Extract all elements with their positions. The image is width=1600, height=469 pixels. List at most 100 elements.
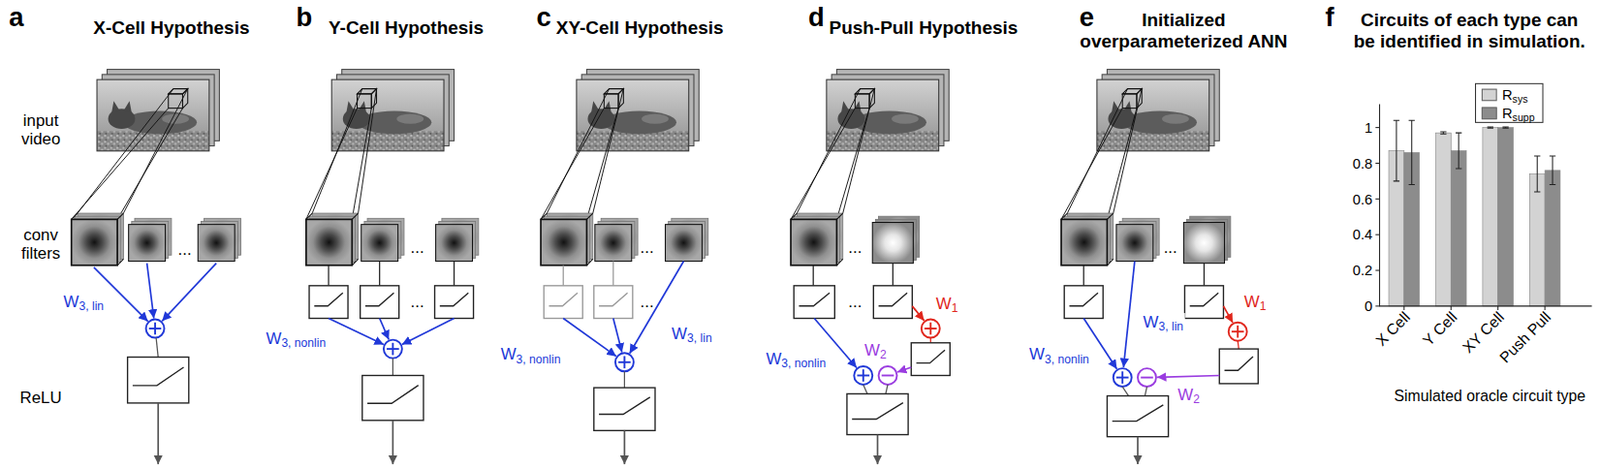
- legend-text: Rsys: [1502, 86, 1529, 103]
- conv-filter: [790, 213, 844, 266]
- weight-label: W3, lin: [61, 292, 106, 312]
- wire: [156, 338, 158, 358]
- input-video: [1097, 69, 1220, 152]
- conv-filter: [872, 216, 919, 263]
- art-path: [351, 258, 358, 265]
- wire: [930, 338, 932, 344]
- weight-label: W3, nonlin: [263, 329, 328, 348]
- weight-arrow: [613, 318, 623, 353]
- error-bar: [1409, 120, 1415, 185]
- ellipsis: ...: [640, 238, 655, 257]
- art-rect: [1106, 396, 1168, 438]
- art-rect: [127, 357, 189, 404]
- art-path: [598, 397, 651, 415]
- bar: [1498, 127, 1514, 307]
- art-rect: [331, 130, 444, 152]
- art-path: [862, 369, 865, 382]
- subscript: 3, lin: [687, 332, 713, 346]
- category-label: Push Pull: [1496, 308, 1555, 367]
- wire: [1203, 263, 1205, 286]
- art-rect: [793, 285, 835, 319]
- art-circle: [1228, 322, 1248, 342]
- conv-filter: [665, 218, 709, 261]
- row-label: ReLU: [20, 388, 63, 408]
- art-path: [798, 292, 830, 306]
- panel-letter: d: [808, 2, 825, 33]
- art-rect: [1116, 224, 1154, 262]
- tick: [1375, 305, 1380, 307]
- symbol: W: [1143, 313, 1160, 331]
- weight-label: W1: [934, 294, 961, 314]
- art-path: [841, 100, 849, 114]
- art-path: [1112, 405, 1164, 422]
- relu-box: [309, 285, 348, 319]
- art-path: [1113, 89, 1142, 214]
- art-circle: [1113, 368, 1132, 387]
- weight-arrow: [147, 263, 155, 319]
- art-path: [1236, 325, 1239, 339]
- panel-letter: c: [536, 2, 552, 33]
- relu-box: [1219, 348, 1258, 384]
- art-path: [71, 213, 78, 220]
- art-path: [1124, 100, 1132, 114]
- panel-letter: b: [295, 2, 313, 33]
- art-path: [1106, 213, 1113, 220]
- art-rect: [1097, 79, 1210, 152]
- art-rect: [543, 285, 583, 319]
- art-path: [851, 403, 904, 420]
- weight-arrow: [624, 430, 627, 465]
- art-path: [540, 108, 604, 220]
- art-path: [546, 89, 609, 214]
- relu-box: [543, 285, 583, 319]
- art-path: [367, 385, 419, 405]
- art-rect: [576, 79, 690, 152]
- art-rect: [540, 219, 587, 265]
- symbol: W: [671, 325, 688, 344]
- weight-label: W3, nonlin: [499, 345, 564, 365]
- conv-filter: [71, 213, 125, 266]
- symbol: W: [63, 292, 80, 311]
- sum-node: [921, 319, 941, 339]
- art-rect: [309, 285, 348, 319]
- art-path: [439, 292, 469, 306]
- art-ellipse: [641, 114, 669, 125]
- weight-arrow: [328, 318, 384, 346]
- panel-title: X-Cell Hypothesis: [93, 18, 250, 40]
- relu-box: [594, 285, 633, 319]
- wire: [563, 265, 565, 286]
- bar: [1529, 174, 1545, 307]
- wire: [892, 263, 894, 286]
- art-rect: [71, 219, 118, 265]
- weight-label: W1: [1242, 292, 1269, 312]
- art-path: [365, 292, 394, 306]
- error-bar: [1455, 132, 1462, 169]
- category-label: X Cell: [1372, 308, 1414, 350]
- tick: [1544, 306, 1546, 311]
- relu-box: [1106, 396, 1168, 438]
- art-path: [123, 89, 188, 214]
- art-path: [586, 213, 593, 220]
- wire: [885, 384, 888, 394]
- conv-filter: [197, 218, 241, 261]
- weight-label: W2: [1175, 385, 1202, 405]
- art-path: [1224, 356, 1254, 371]
- art-rect: [1183, 222, 1224, 264]
- art-path: [77, 89, 174, 214]
- panel-title: XY-Cell Hypothesis: [556, 18, 724, 40]
- art-path: [1140, 376, 1154, 379]
- panel-letter: a: [8, 2, 24, 33]
- weight-arrow: [1123, 261, 1135, 369]
- relu-box: [873, 285, 912, 319]
- art-path: [598, 292, 628, 306]
- sum-node: [615, 352, 634, 372]
- art-rect: [665, 224, 703, 262]
- panel-letter: f: [1324, 2, 1334, 33]
- weight-label: W3, nonlin: [1027, 345, 1092, 365]
- conv-filter: [1061, 213, 1114, 266]
- art-rect: [1122, 94, 1137, 109]
- art-rect: [576, 79, 690, 152]
- ellipsis: ...: [178, 240, 192, 259]
- art-rect: [1061, 219, 1107, 265]
- legend-text: Rsupp: [1502, 104, 1536, 122]
